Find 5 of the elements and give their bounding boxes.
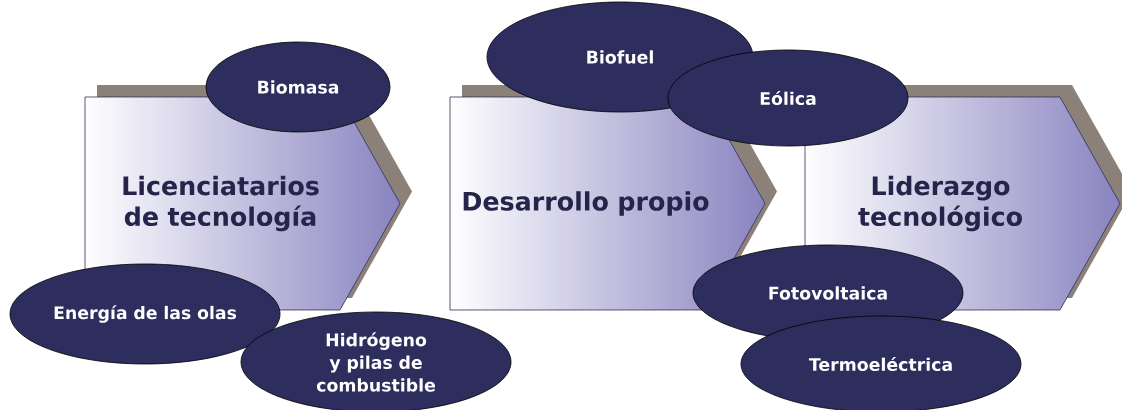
ellipse-bubble: Termoeléctrica: [740, 315, 1022, 410]
ellipse-bubble: Biomasa: [205, 41, 391, 133]
ellipse-bubble: Hidrógeno y pilas de combustible: [240, 311, 512, 410]
ellipse-bubble: Energía de las olas: [9, 263, 281, 365]
ellipse-bubble: Eólica: [667, 49, 909, 147]
